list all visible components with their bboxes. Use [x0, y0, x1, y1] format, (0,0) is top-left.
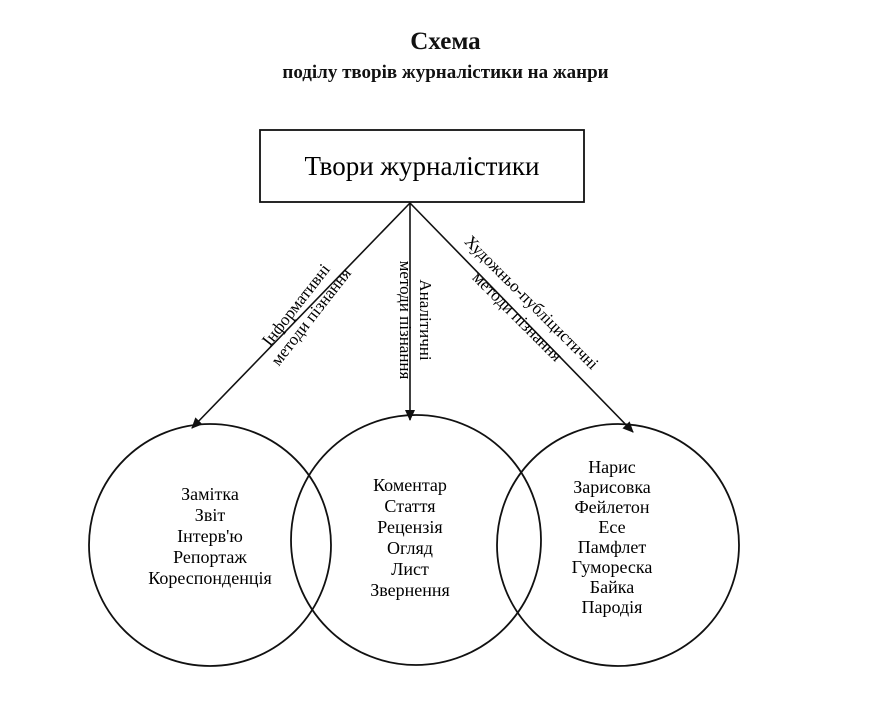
root-label: Твори журналістики: [304, 151, 539, 181]
genre-item: Лист: [391, 559, 429, 579]
branch-label-analytical-line2: методи пізнання: [396, 261, 415, 380]
circle-informative: [88, 423, 332, 667]
branch-label-artistic: Художньо-публіцистичні методи пізнання: [461, 232, 603, 374]
arrow-informative: [191, 202, 411, 429]
genre-item: Коментар: [373, 475, 447, 495]
genre-item: Фейлетон: [574, 497, 649, 517]
root-box: [259, 129, 585, 203]
branch-label-analytical-line1: Аналітичні: [416, 279, 435, 360]
genre-item: Стаття: [384, 496, 435, 516]
genre-item: Гумореска: [572, 557, 653, 577]
genre-item: Пародія: [582, 597, 643, 617]
genre-item: Огляд: [387, 538, 433, 558]
genre-item: Нарис: [588, 457, 636, 477]
genre-item: Репортаж: [173, 547, 247, 567]
genre-item: Рецензія: [377, 517, 442, 537]
circle-artistic: [496, 423, 740, 667]
genre-item: Кореспонденція: [148, 568, 272, 588]
genre-item: Есе: [598, 517, 625, 537]
branch-label-informative: Інформативні методи пізнання: [258, 260, 355, 369]
genre-item: Звернення: [370, 580, 450, 600]
diagram-subtitle: поділу творів журналістики на жанри: [282, 62, 609, 83]
group-informative: ЗаміткаЗвітІнтерв'юРепортажКореспонденці…: [148, 484, 272, 588]
arrow-artistic: [409, 202, 634, 433]
genre-item: Зарисовка: [573, 477, 651, 497]
genre-item: Звіт: [195, 505, 226, 525]
genre-item: Памфлет: [578, 537, 647, 557]
genre-item: Інтерв'ю: [177, 526, 243, 546]
circle-analytical: [290, 414, 542, 666]
group-artistic: НарисЗарисовкаФейлетонЕсеПамфлетГумореск…: [572, 457, 653, 617]
diagram-title: Схема: [410, 28, 481, 55]
genre-item: Байка: [590, 577, 634, 597]
genre-item: Замітка: [181, 484, 239, 504]
branch-label-analytical: Аналітичні методи пізнання: [396, 261, 435, 380]
branch-label-artistic-line1: Художньо-публіцистичні: [461, 232, 603, 374]
